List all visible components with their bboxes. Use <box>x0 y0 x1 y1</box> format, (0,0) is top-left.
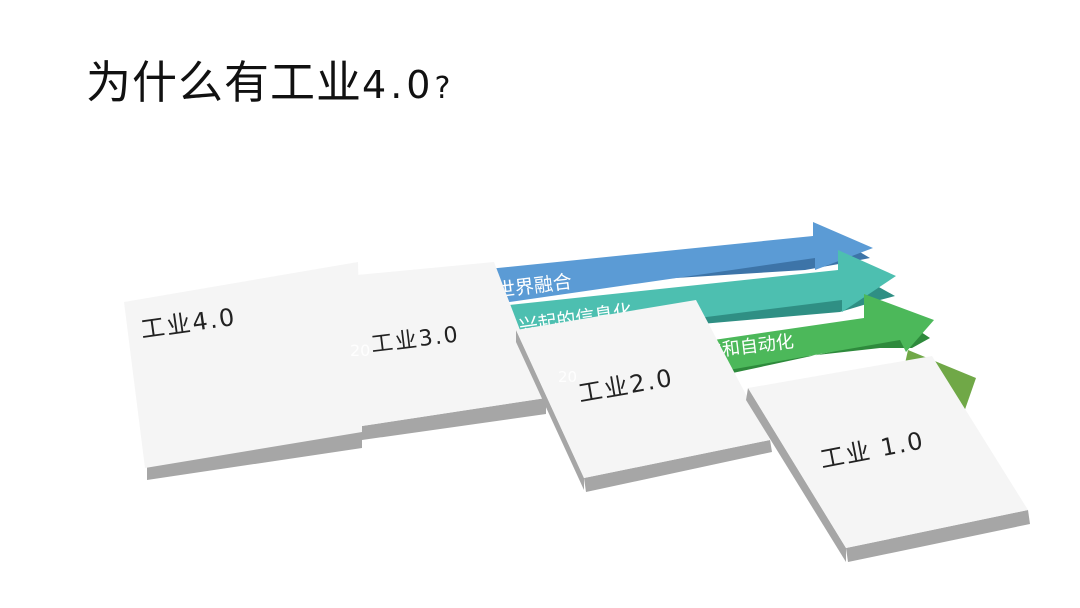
card-industry-1-side <box>746 388 846 562</box>
card-industry-4: 工业4.0 <box>124 262 362 480</box>
page-title: 为什么有工业4.0? <box>86 58 451 108</box>
card-industry-3-edge <box>362 398 546 440</box>
page-title-version: 4.0 <box>362 63 435 107</box>
card-industry-4-edge <box>147 430 362 480</box>
page-title-question-mark: ? <box>434 71 452 106</box>
card-industry-2: 20 工业2.0 <box>516 300 772 492</box>
card-industry-4-face <box>124 262 362 468</box>
card-faint-label-1: 20 <box>350 341 370 360</box>
card-faint-label-2: 20 <box>558 368 577 386</box>
card-industry-3-face <box>346 262 546 426</box>
card-industry-1: 工业 1.0 <box>746 356 1030 562</box>
arrow-green-body <box>700 294 934 374</box>
arrow-blue-body <box>478 222 873 306</box>
card-industry-1-face <box>748 356 1028 548</box>
page-title-prefix: 为什么有工业 <box>86 56 363 109</box>
card-industry-1-edge <box>846 510 1030 562</box>
card-industry-2-side <box>516 330 584 490</box>
card-industry-2-face <box>516 300 770 478</box>
card-industry-3: 20 工业3.0 <box>346 262 546 440</box>
card-industry-2-edge <box>584 440 772 492</box>
